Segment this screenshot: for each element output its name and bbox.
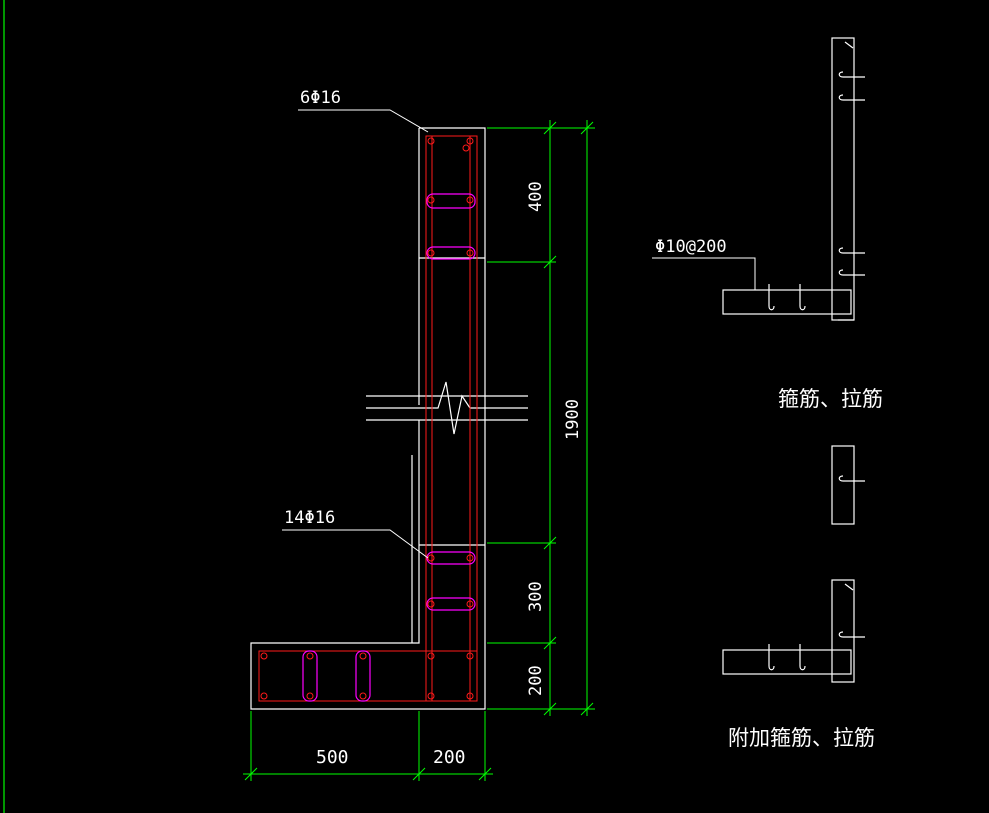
leader-top-rebar [298,109,429,133]
dim-base-thickness: 200 [526,665,546,696]
leader-stirrup-spec [652,257,756,290]
main-rebar-cage [258,135,478,702]
stirrups [302,193,476,702]
dim-total-height: 1900 [563,399,583,440]
label-stirrup-spec: Φ10@200 [655,237,727,257]
title-stirrups-ties: 箍筋、拉筋 [778,387,883,411]
rebar-bars [260,137,474,700]
detail-stirrup-tie [722,37,865,321]
label-bottom-rebar: 14Φ16 [284,508,335,528]
dim-toe-width: 500 [316,747,349,768]
dim-wall-width: 200 [433,747,466,768]
detail-single-tie [831,445,865,525]
break-line-symbol [366,381,528,435]
dim-top-zone: 400 [526,181,546,212]
vertical-dimensions [487,120,595,716]
horizontal-dimensions [243,711,493,781]
wall-section-outline [250,127,486,710]
leader-bottom-rebar [282,529,429,559]
detail-additional-stirrup-tie [722,579,865,683]
dim-lower-zone: 300 [526,581,546,612]
label-top-rebar: 6Φ16 [300,88,341,108]
title-additional-stirrups-ties: 附加箍筋、拉筋 [728,726,875,750]
